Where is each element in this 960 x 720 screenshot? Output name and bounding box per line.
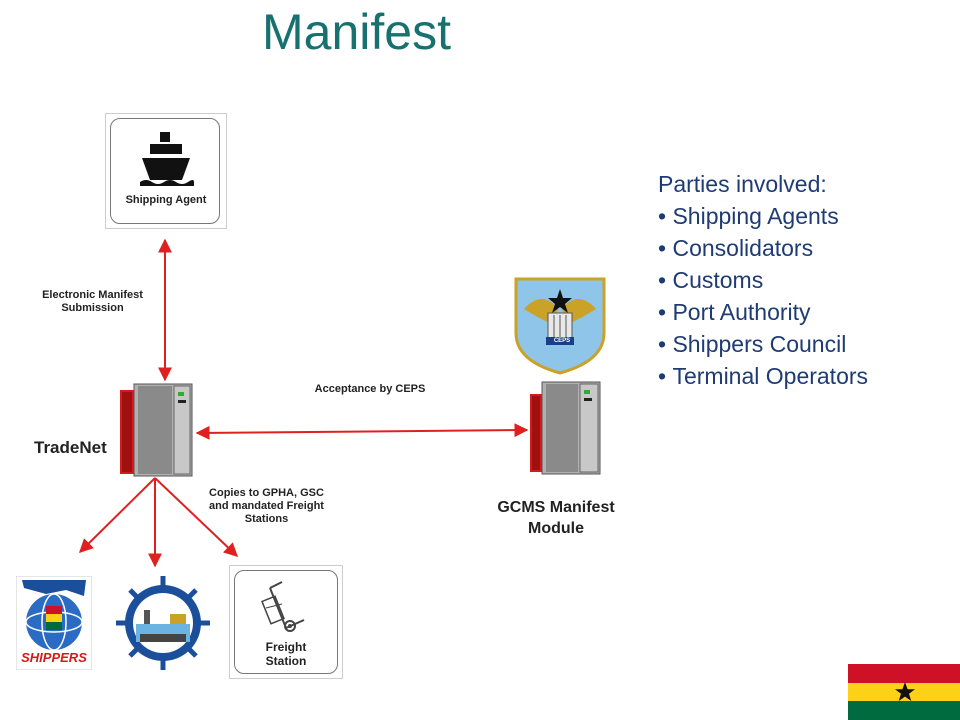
ceps-logo-text: CEPS [553,338,571,344]
list-item: Consolidators [658,232,868,264]
shippers-globe-icon [15,575,93,671]
black-star-icon [895,681,915,701]
arrow-tradenet-gcms [195,423,529,440]
ghana-flag [848,664,960,720]
tradenet-label: TradeNet [34,438,107,457]
parties-heading: Parties involved: [658,171,827,197]
copies-label: Copies to GPHA, GSC and mandated Freight… [209,487,324,525]
shippers-logo-text: SHIPPERS [21,650,87,665]
page-title: Manifest [262,4,451,60]
list-item: Shipping Agents [658,200,868,232]
hand-truck-icon [261,581,305,632]
electronic-submission-label: Electronic Manifest Submission [42,289,143,314]
gcms-label: GCMS Manifest Module [497,499,615,537]
shipping-agent-label: Shipping Agent [125,194,207,206]
list-item: Port Authority [658,296,868,328]
gpha-logo [116,576,210,670]
acceptance-label: Acceptance by CEPS [314,383,426,395]
parties-list: Parties involved: Shipping Agents Consol… [658,168,868,392]
shippers-logo: SHIPPERS [15,575,93,671]
list-item: Terminal Operators [658,360,868,392]
tradenet-server-icon [120,383,193,477]
arrow-to-shippers [79,477,156,553]
freight-station-label: Freight Station [265,640,307,668]
arrow-to-freight [154,477,239,557]
ceps-shield-icon [514,277,606,375]
shipping-agent-node: Shipping Agent [105,113,227,229]
list-item: Customs [658,264,868,296]
gcms-server-icon [530,381,601,475]
ship-icon [140,132,194,186]
freight-station-node: Freight Station [229,565,343,679]
list-item: Shippers Council [658,328,868,360]
ceps-logo: CEPS [512,275,608,375]
